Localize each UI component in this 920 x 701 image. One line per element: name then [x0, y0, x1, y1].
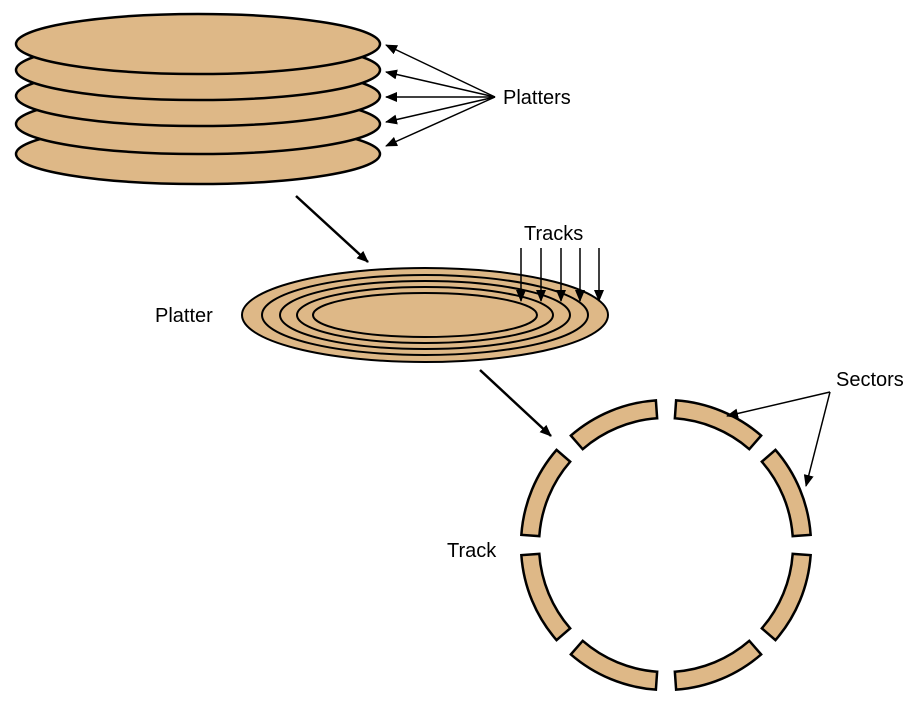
platters-arrows [385, 44, 496, 147]
track-sector-ring [520, 399, 812, 691]
sector-3 [760, 552, 812, 642]
platters-arrow-4 [385, 96, 496, 125]
platter-to-track-arrow [479, 369, 552, 437]
sectors-arrows [726, 391, 831, 487]
stack-to-platter-arrow [295, 195, 369, 263]
track-label: Track [447, 540, 497, 562]
platter-1 [14, 12, 382, 76]
tracks-arrows [516, 248, 604, 302]
sectors-arrow-2 [803, 391, 831, 487]
track-ring-2 [279, 280, 571, 350]
track-ring-1 [261, 274, 589, 356]
single-platter [241, 267, 609, 363]
sector-4 [673, 639, 763, 691]
sector-5 [569, 639, 659, 691]
platter-label: Platter [155, 305, 213, 327]
track-ring-4 [312, 292, 538, 338]
track-ring-3 [296, 286, 554, 344]
platters-arrow-2 [385, 69, 496, 98]
sectors-arrow-1 [726, 391, 831, 419]
platters-label: Platters [503, 87, 571, 109]
sector-1 [673, 399, 763, 451]
tracks-label: Tracks [524, 223, 583, 245]
platters-arrow-5 [385, 96, 496, 147]
sector-6 [520, 552, 572, 642]
platters-arrow-1 [385, 44, 496, 98]
sector-7 [520, 448, 572, 538]
sector-8 [569, 399, 659, 451]
sectors-label: Sectors [836, 369, 904, 391]
platter-stack [14, 12, 382, 186]
sector-2 [760, 448, 812, 538]
